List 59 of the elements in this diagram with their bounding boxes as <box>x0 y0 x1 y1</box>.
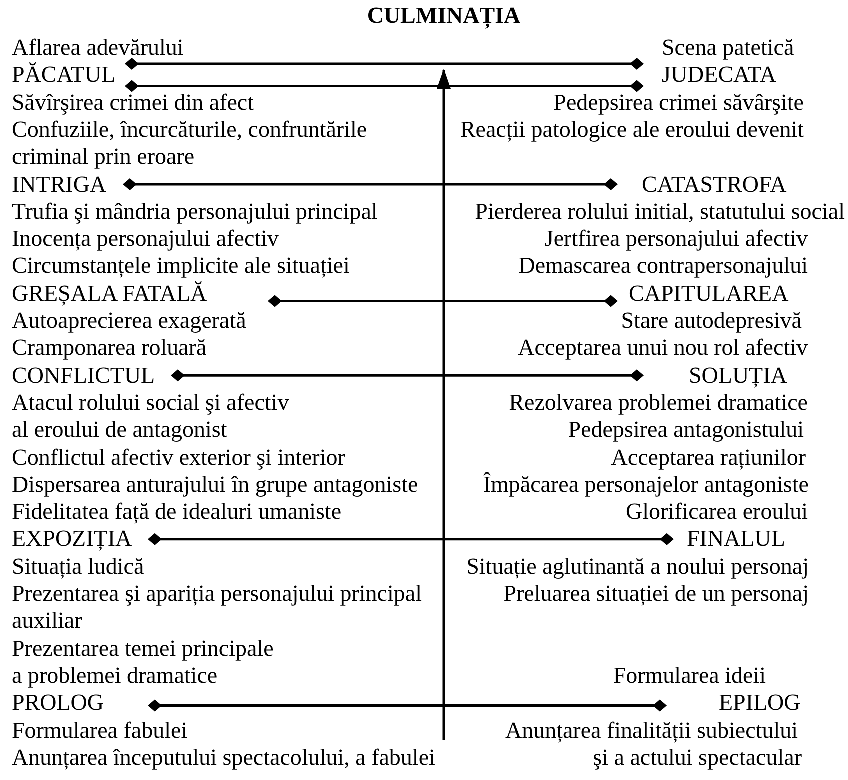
description-text: Împăcarea personajelor antagoniste <box>483 472 809 497</box>
description-text: Inocența personajului afectiv <box>12 227 279 252</box>
connector-line <box>125 58 644 70</box>
stage-label: PĂCATUL <box>12 63 116 88</box>
connector-line <box>171 370 644 382</box>
connector-line <box>125 80 644 92</box>
stage-label: JUDECATA <box>662 63 776 88</box>
description-text: Acceptarea rațiunilor <box>611 446 806 470</box>
stage-label: INTRIGA <box>12 172 107 196</box>
stage-label: SOLUȚIA <box>689 364 788 388</box>
description-text: al eroului de antagonist <box>12 418 228 442</box>
description-text: Prezentarea temei principale <box>12 636 274 661</box>
stage-label: Scena patetică <box>662 36 794 60</box>
description-text: Prezentarea şi apariția personajului principal <box>12 582 422 606</box>
description-text: Confuziile, încurcăturile, confruntările <box>12 118 368 142</box>
description-text: Pedepsirea antagonistului <box>568 418 804 442</box>
description-text: Preluarea situației de un personaj <box>504 582 809 606</box>
description-text: Atacul rolului social şi afectiv <box>12 390 290 415</box>
description-text: Pierderea rolului initial, statutului social <box>475 200 845 224</box>
description-text: auxiliar <box>12 609 82 634</box>
connector-line <box>268 295 618 308</box>
stage-label: GREȘALA FATALĂ <box>12 282 208 306</box>
description-text: Anunțarea finalității subiectului <box>505 718 798 742</box>
description-text: şi a actului spectacular <box>593 746 802 770</box>
stage-label: EPILOG <box>719 691 801 716</box>
diagram-title: CULMINAȚIA <box>366 4 522 28</box>
description-text: a problemei dramatice <box>12 664 218 688</box>
description-text: Circumstanțele implicite ale situației <box>12 254 350 278</box>
description-text: Situația ludică <box>12 554 144 579</box>
connector-line <box>148 533 674 546</box>
stage-label: PROLOG <box>12 691 104 716</box>
description-text: Cramponarea roluară <box>12 336 207 360</box>
stage-label: CONFLICTUL <box>12 364 156 388</box>
description-text: Autoaprecierea exagerată <box>12 309 246 333</box>
description-text: Stare autodepresivă <box>621 309 802 333</box>
connector-line <box>123 178 618 190</box>
description-text: Conflictul afectiv exterior şi interior <box>12 446 346 470</box>
stage-label: CAPITULAREA <box>629 282 789 306</box>
description-text: Formularea ideii <box>613 664 766 688</box>
description-text: Dispersarea anturajului în grupe antagoniste <box>12 472 418 497</box>
description-text: Pedepsirea crimei săvârşite <box>554 90 804 115</box>
description-text: Acceptarea unui nou rol afectiv <box>518 336 808 360</box>
description-text: Rezolvarea problemei dramatice <box>509 390 808 415</box>
stage-label: EXPOZIȚIA <box>12 527 132 552</box>
stage-label: FINALUL <box>687 527 786 552</box>
description-text: Demascarea contrapersonajului <box>518 254 808 278</box>
description-text: Fidelitatea față de idealuri umaniste <box>12 500 342 524</box>
description-text: Reacții patologice ale eroului devenit <box>460 118 804 142</box>
connector-line <box>148 700 667 712</box>
stage-label: CATASTROFA <box>642 172 787 196</box>
description-text: Formularea fabulei <box>12 718 188 742</box>
description-text: Anunțarea începutului spectacolului, a fabulei <box>12 746 436 770</box>
description-text: Glorificarea eroului <box>626 500 808 524</box>
description-text: Trufia şi mândria personajului principal <box>12 200 378 224</box>
stage-label: Aflarea adevărului <box>12 36 184 60</box>
description-text: Jertfirea personajului afectiv <box>544 227 808 252</box>
description-text: criminal prin eroare <box>12 145 195 170</box>
description-text: Situație aglutinantă a noului personaj <box>466 554 809 579</box>
description-text: Săvîrşirea crimei din afect <box>12 90 254 115</box>
